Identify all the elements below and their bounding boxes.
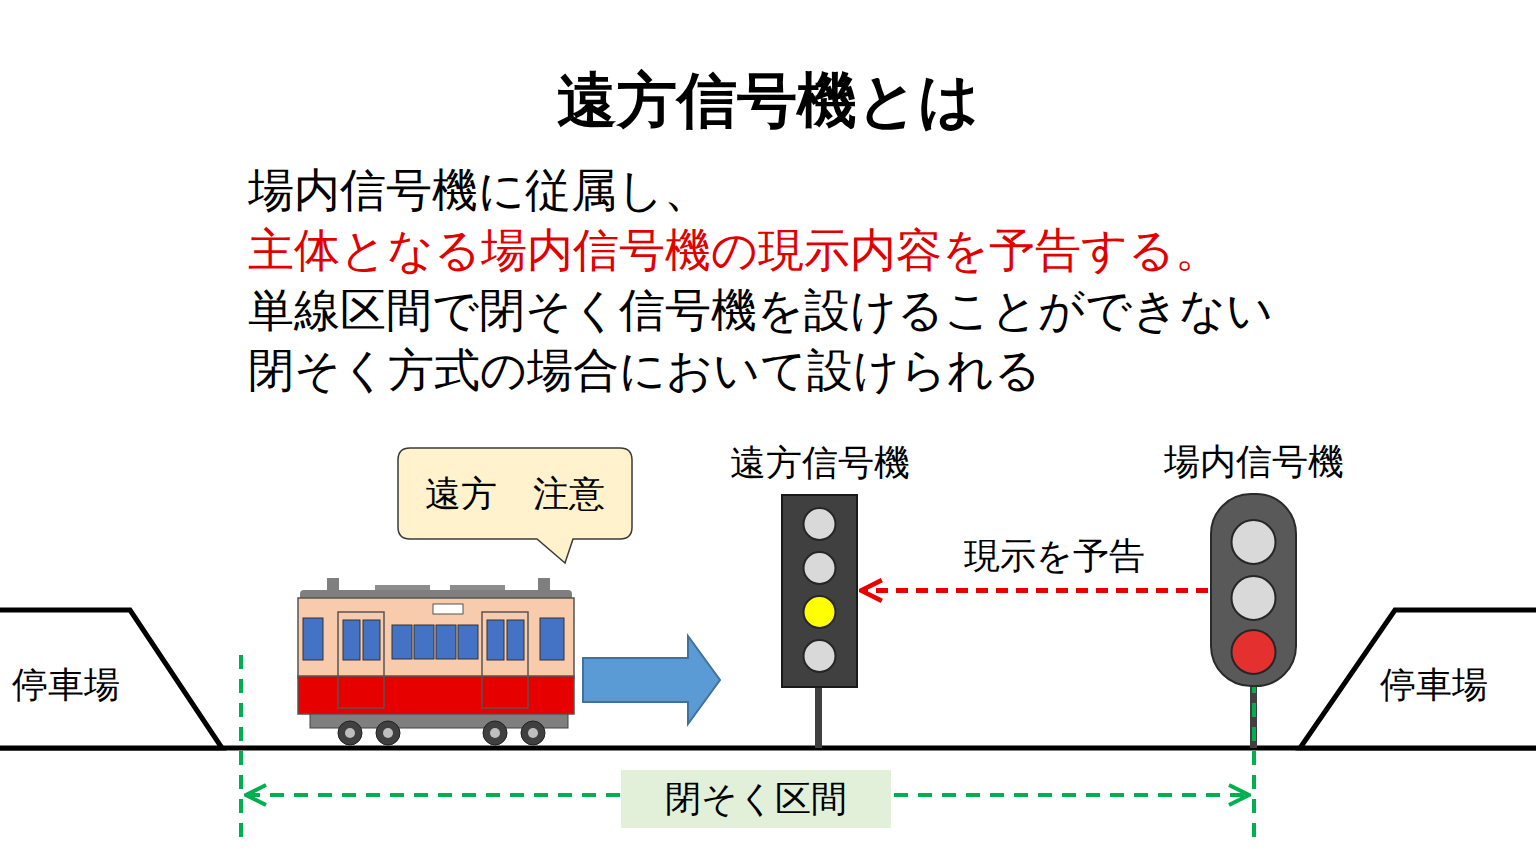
distant-signal: 遠方信号機 [781, 494, 858, 688]
signal-housing [1210, 493, 1297, 687]
train-sign [433, 604, 463, 614]
title: 遠方信号機とは [0, 62, 1536, 138]
train-window [343, 620, 360, 660]
train-window [540, 618, 564, 660]
station-platform: 停車場 [0, 608, 226, 750]
train-window [487, 620, 504, 660]
announce-arrow [861, 588, 1208, 593]
train-window [414, 625, 434, 659]
train-window [458, 625, 478, 659]
callout-text: 遠方 注意 [425, 473, 605, 515]
speech-bubble: 遠方 注意 [397, 447, 633, 540]
body-text: 主体となる場内信号機の現示内容を予告する。 [248, 220, 1221, 280]
section-boundary [239, 655, 243, 842]
train [298, 578, 574, 745]
signal-name: 遠方信号機 [730, 442, 910, 484]
signal-lamp [1232, 520, 1276, 564]
wheel [338, 721, 362, 745]
home-signal: 場内信号機 [1210, 493, 1297, 687]
signal-lamp [1232, 630, 1276, 674]
direction-arrow [583, 636, 720, 724]
box-shape [621, 770, 891, 828]
section-label-box: 閉そく区間 [621, 770, 891, 828]
train-door [482, 612, 528, 708]
signal-lamp [804, 640, 836, 672]
signal-pole [815, 688, 822, 748]
body-text: 単線区間で閉そく信号機を設けることができない 閉そく方式の場合において設けられる [248, 280, 1288, 400]
signal-housing [781, 494, 858, 688]
section-label: 閉そく区間 [665, 778, 847, 820]
signal-name: 場内信号機 [1164, 441, 1344, 483]
train-window [363, 620, 380, 660]
signal-lamp [804, 552, 836, 584]
housing-shape [1211, 494, 1296, 686]
wheel [521, 721, 545, 745]
station-label: 停車場 [1380, 664, 1488, 706]
housing-shape [782, 495, 857, 687]
signal-lamp [804, 596, 836, 628]
wheel-hub [383, 728, 393, 738]
platform-shape [1300, 610, 1536, 748]
station-label: 停車場 [12, 664, 120, 706]
edge-label: 現示を予告 [960, 535, 1149, 577]
wheel [376, 721, 400, 745]
train-window [303, 618, 323, 660]
wheel-hub [345, 728, 355, 738]
train-window [507, 620, 524, 660]
body-text: 場内信号機に従属し、 [248, 160, 710, 220]
wheel-hub [490, 728, 500, 738]
train-door [338, 612, 384, 708]
station-platform: 停車場 [1296, 608, 1536, 750]
wheel [483, 721, 507, 745]
train-body [298, 598, 574, 678]
wheel-hub [528, 728, 538, 738]
train-window [392, 625, 412, 659]
train-window [436, 625, 456, 659]
signal-lamp [804, 508, 836, 540]
platform-shape [0, 610, 222, 748]
bubble-shape [398, 448, 632, 563]
signal-lamp [1232, 576, 1276, 620]
